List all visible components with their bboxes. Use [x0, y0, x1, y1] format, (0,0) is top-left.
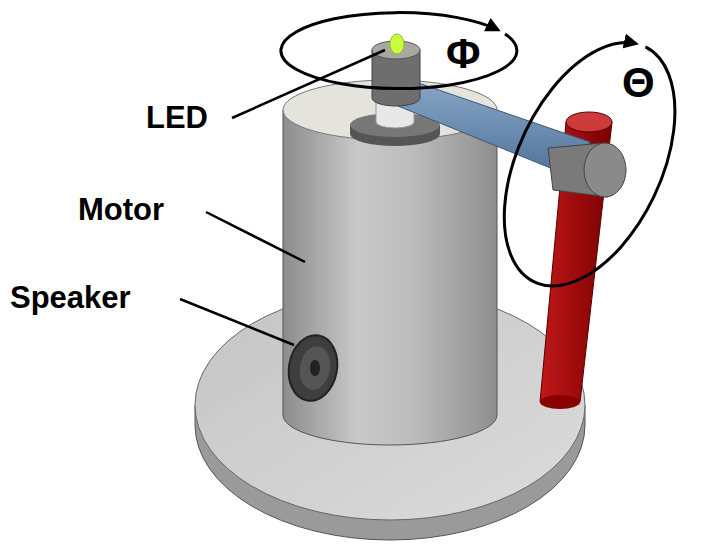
angle-symbol: Φ — [444, 33, 482, 75]
rod-bottom — [540, 395, 580, 409]
theta-rotation-group — [469, 16, 709, 312]
phi-rotation-arrow — [281, 13, 517, 89]
theta-rotation-arrow — [469, 16, 709, 312]
rod-top — [566, 112, 612, 132]
led-light — [390, 34, 404, 54]
leader-line — [232, 50, 385, 118]
speaker-center — [310, 360, 320, 376]
part-label: LED — [146, 102, 208, 133]
leader-line — [206, 212, 305, 262]
motor-body — [283, 110, 497, 445]
angle-symbol: Θ — [620, 62, 657, 104]
joint-end — [584, 143, 626, 197]
part-label: Speaker — [10, 282, 131, 313]
speaker-rim — [284, 331, 343, 404]
part-label: Motor — [78, 194, 164, 225]
speaker-cone — [296, 344, 333, 393]
leader-line — [180, 299, 294, 345]
